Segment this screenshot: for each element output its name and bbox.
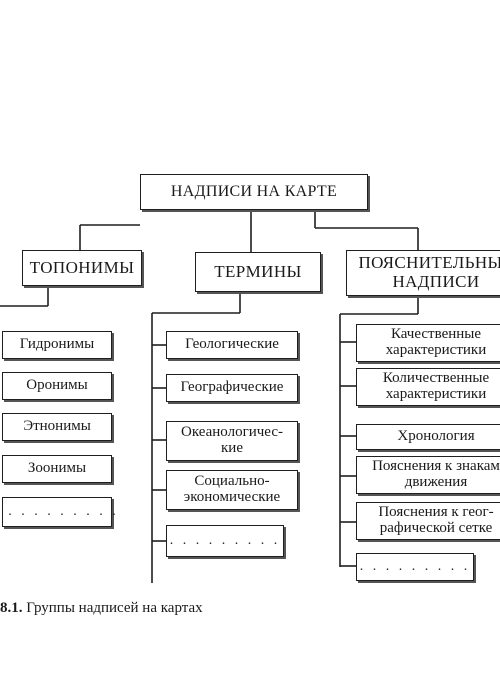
term-item: . . . . . . . . . (166, 525, 284, 557)
term-item: Социально- экономические (166, 470, 298, 510)
toponym-item: . . . . . . . . . . (0, 497, 116, 527)
term-item: Географические (166, 374, 298, 402)
figure-number: 8.1. (0, 600, 23, 616)
toponym-item: Гидронимы (2, 331, 112, 359)
toponym-item-label: Зоонимы (27, 460, 87, 477)
term-item: Океанологичес- кие (166, 421, 298, 461)
term-item-label: Геологические (185, 336, 279, 353)
explanatory-item: Количественные характеристики (356, 368, 500, 406)
root-node: НАДПИСИ НА КАРТЕ (140, 174, 368, 210)
explanatory-item-label: Пояснения к геог- рафической сетке (378, 504, 494, 536)
toponym-item-label: Этнонимы (23, 418, 91, 435)
category-terms: ТЕРМИНЫ (195, 252, 321, 292)
root-node-label: НАДПИСИ НА КАРТЕ (170, 182, 338, 200)
explanatory-item-label: Хронология (397, 428, 475, 445)
category-terms-label: ТЕРМИНЫ (214, 262, 302, 282)
toponym-item-label: . . . . . . . . . . (0, 503, 119, 519)
term-item-label: Океанологичес- кие (181, 424, 283, 456)
toponym-item: Этнонимы (2, 413, 112, 441)
explanatory-item: Качественные характеристики (356, 324, 500, 362)
term-item-label: Географические (180, 379, 284, 396)
explanatory-item: Хронология (356, 424, 500, 450)
explanatory-item: Пояснения к геог- рафической сетке (356, 502, 500, 540)
category-explanatory: ПОЯСНИТЕЛЬНЫЕ НАДПИСИ (346, 250, 500, 296)
term-item-label: Социально- экономические (183, 473, 281, 505)
term-item: Геологические (166, 331, 298, 359)
explanatory-item: Пояснения к знакам движения (356, 456, 500, 494)
explanatory-item-label: Пояснения к знакам движения (372, 458, 500, 490)
toponym-item-label: Оронимы (26, 377, 88, 394)
figure-caption: 8.1. Группы надписей на картах (0, 600, 203, 617)
explanatory-item-label: . . . . . . . . . (359, 558, 471, 574)
explanatory-item-label: Качественные характеристики (385, 326, 487, 358)
category-explanatory-label: ПОЯСНИТЕЛЬНЫЕ НАДПИСИ (358, 253, 500, 291)
explanatory-item-label: Количественные характеристики (382, 370, 490, 402)
toponym-item-label: Гидронимы (19, 336, 95, 353)
explanatory-item: . . . . . . . . . (356, 553, 474, 581)
figure-caption-text: Группы надписей на картах (26, 600, 203, 616)
toponym-item: Зоонимы (2, 455, 112, 483)
category-toponyms-label: ТОПОНИМЫ (29, 258, 135, 278)
category-toponyms: ТОПОНИМЫ (22, 250, 142, 286)
term-item-label: . . . . . . . . . (169, 532, 281, 548)
toponym-item: Оронимы (2, 372, 112, 400)
